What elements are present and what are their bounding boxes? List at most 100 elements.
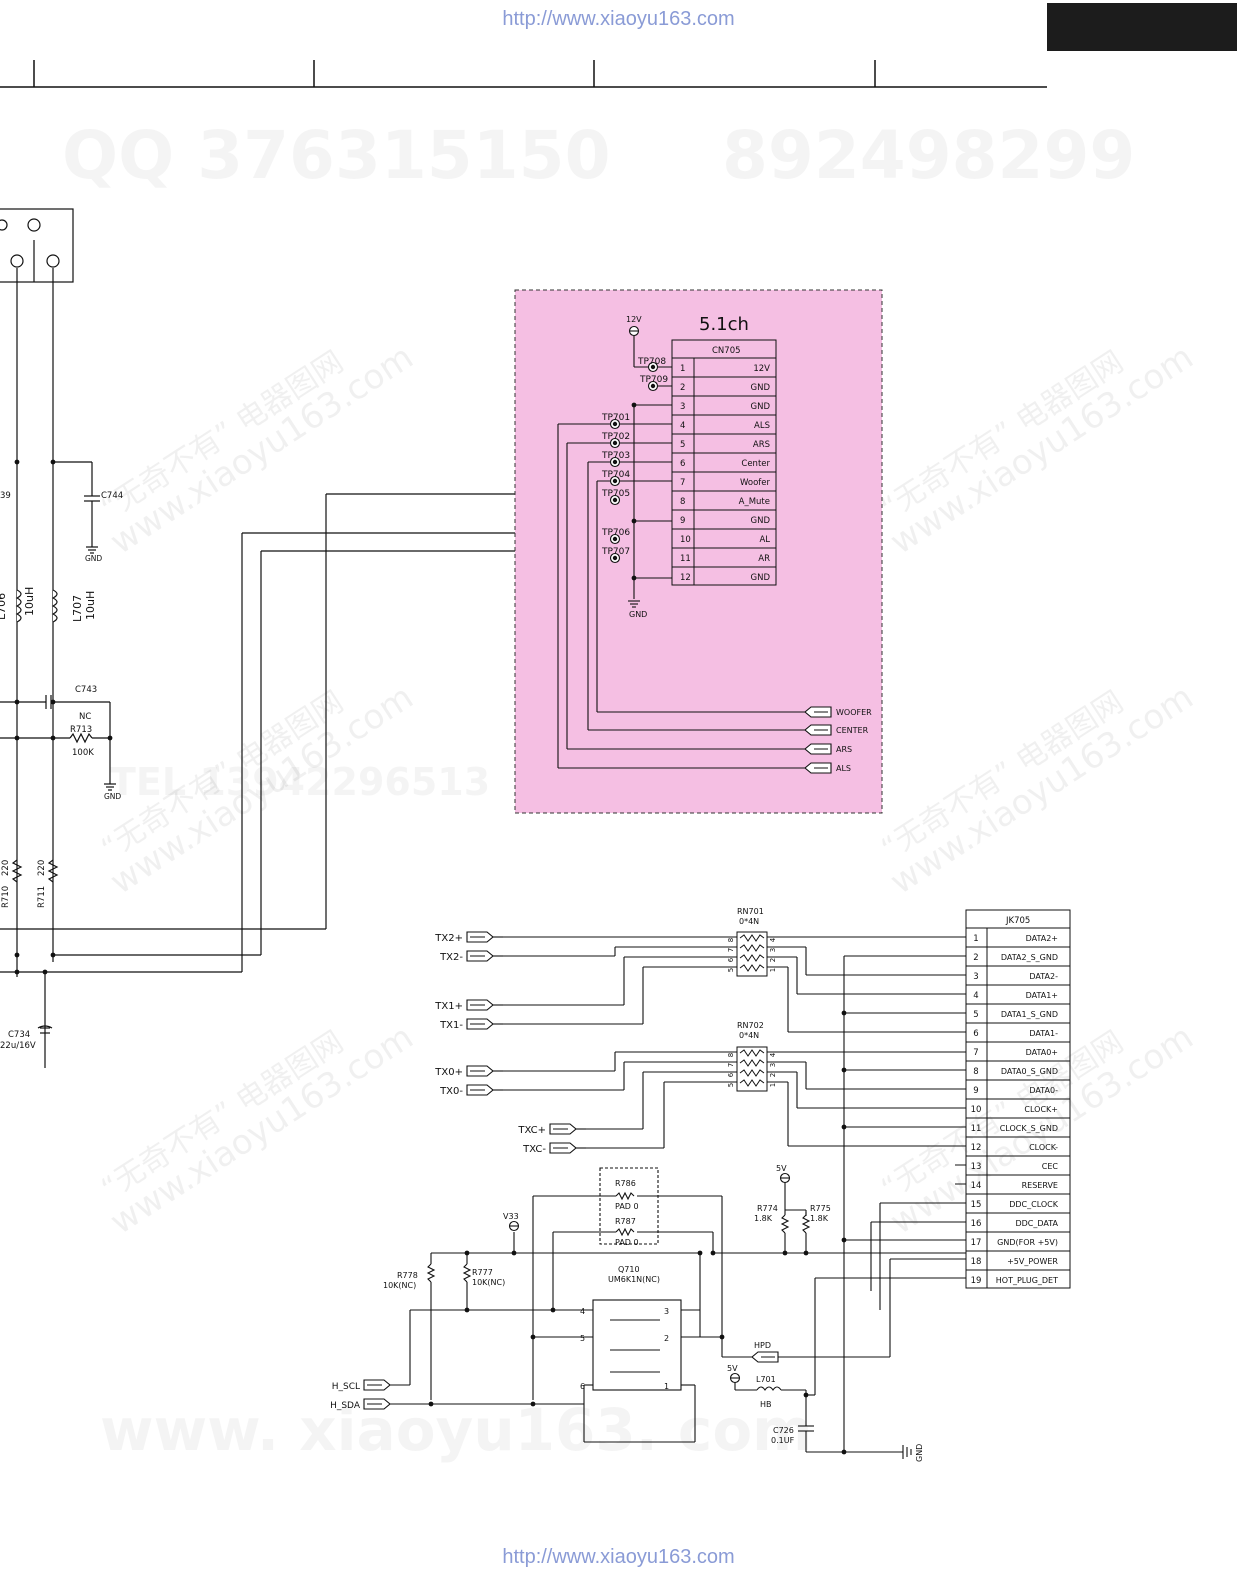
label-r778-val: 10K(NC) [383, 1281, 416, 1290]
ddc-labels: R786 PAD 0 R787 PAD 0 V33 5V R774 1.8K R… [383, 1164, 831, 1445]
q-pin-6: 6 [580, 1382, 585, 1391]
rn-pin-left: 8 [727, 1053, 735, 1057]
jk705-pin-num: 1 [973, 934, 978, 944]
tx-label: TX2- [439, 952, 463, 963]
test-point-label: TP705 [601, 489, 630, 499]
label-l701-val: HB [760, 1400, 772, 1409]
label-q710: Q710 [618, 1265, 640, 1274]
jk705-pin-name: DATA0_S_GND [1001, 1067, 1058, 1076]
label-39: 39 [0, 491, 11, 501]
cn705-pin-name: GND [751, 516, 771, 526]
jk705-pin-name: RESERVE [1022, 1181, 1058, 1190]
jk705-header: JK705 [1005, 916, 1030, 926]
output-label: ARS [836, 745, 852, 754]
label-r713: R713 [70, 725, 92, 735]
ddc-wiring [390, 1167, 966, 1453]
jk705-pin-name: DDC_DATA [1015, 1219, 1058, 1228]
label-cn705-gnd: GND [629, 610, 647, 619]
cn705-pin-name: ALS [754, 421, 770, 431]
bottom-url: http://www.xiaoyu163.com [502, 1546, 735, 1568]
jk705-pin-name: CLOCK+ [1024, 1105, 1058, 1114]
jk705-pin-name: CEC [1042, 1162, 1059, 1171]
test-point-dot [650, 364, 656, 370]
rn-pin-left: 8 [727, 938, 735, 942]
frame-top [0, 60, 1047, 88]
q-pin-5: 5 [580, 1334, 585, 1343]
cn705-pin-name: AL [759, 535, 770, 545]
jk705-pin-name: DATA0+ [1026, 1048, 1058, 1057]
tx-label: TX0+ [434, 1067, 463, 1078]
watermark-site-1: www.xiaoyu163.com [103, 337, 420, 562]
output-label: ALS [836, 764, 851, 773]
jk705-pin-name: CLOCK_S_GND [1000, 1124, 1058, 1133]
jk705-pin-num: 15 [971, 1200, 982, 1210]
rn-pin-left: 7 [727, 1063, 735, 1067]
jk705-pin-num: 13 [971, 1162, 982, 1172]
watermark-qq: QQ 376315150 [62, 117, 611, 194]
rn-pin-left: 6 [727, 1072, 735, 1077]
cn705-wiring [557, 325, 805, 769]
jk705-pin-num: 11 [971, 1124, 982, 1134]
label-r787: R787 [615, 1217, 636, 1226]
tx-label: TX0- [439, 1086, 463, 1097]
jk705-pin-name: DATA2_S_GND [1001, 953, 1058, 962]
test-point-dot [650, 383, 656, 389]
tmds-wiring [503, 936, 966, 1149]
test-point-dot [612, 421, 618, 427]
jk705-pin-name: DATA2+ [1026, 934, 1058, 943]
test-point-dot [612, 536, 618, 542]
label-c744: C744 [101, 491, 123, 501]
jk705-pin-name: DATA1- [1029, 1029, 1058, 1038]
q-pin-1: 1 [664, 1382, 669, 1391]
label-r777: R777 [472, 1268, 493, 1277]
jk705-pin-name: DATA1_S_GND [1001, 1010, 1058, 1019]
label-l707: L707 [71, 595, 84, 622]
label-c743-val: NC [79, 712, 91, 722]
label-r775-val: 1.8K [810, 1214, 829, 1223]
label-gnd-hdmi: GND [915, 1444, 924, 1462]
label-5v-pullup: 5V [776, 1164, 787, 1173]
jk705-pin-num: 19 [971, 1276, 982, 1286]
label-r786: R786 [615, 1179, 636, 1188]
label-c734-val: 22u/16V [0, 1041, 36, 1051]
tx-label: TX2+ [434, 933, 463, 944]
cn705-pin-name: Center [741, 459, 770, 469]
cn705-pin-num: 4 [680, 421, 685, 431]
label-v33: V33 [503, 1212, 519, 1221]
q-pin-3: 3 [664, 1307, 669, 1316]
cn705-pin-num: 3 [680, 402, 685, 412]
cn705-pin-num: 2 [680, 383, 685, 393]
test-point-label: TP704 [601, 470, 630, 480]
rn701-value: 0*4N [739, 917, 759, 926]
left-circuit-labels: 39 C744 GND L706 10uH L707 10uH C743 NC … [0, 491, 123, 1051]
jk705-pin-num: 5 [973, 1010, 978, 1020]
hpd-label: HPD [754, 1341, 771, 1350]
label-r787-val: PAD 0 [615, 1238, 639, 1247]
rn-pin-right: 1 [769, 968, 777, 972]
label-gnd-r713: GND [104, 792, 121, 801]
label-r786-val: PAD 0 [615, 1202, 639, 1211]
jk705-pin-num: 7 [973, 1048, 978, 1058]
jk705-pin-num: 10 [971, 1105, 982, 1115]
label-r710-val: 220 [1, 860, 11, 876]
cn705-junctions [631, 402, 637, 581]
h-scl-label: H_SCL [332, 1382, 360, 1392]
label-r775: R775 [810, 1204, 831, 1213]
tmds-input-ports: TX2+TX2-TX1+TX1-TX0+TX0-TXC+TXC- [434, 931, 586, 1155]
tx-label: TXC- [522, 1144, 546, 1155]
jk705-pin-num: 18 [971, 1257, 982, 1267]
label-c726-val: 0.1UF [771, 1436, 795, 1445]
cn705-pin-num: 8 [680, 497, 685, 507]
test-point-label: TP701 [601, 413, 630, 423]
rn-pin-right: 3 [769, 1063, 777, 1067]
jk705-pin-name: DDC_CLOCK [1009, 1200, 1059, 1209]
rn702-value: 0*4N [739, 1031, 759, 1040]
left-circuit-dots [14, 459, 113, 975]
cn705-pin-num: 10 [680, 535, 691, 545]
h-sda-label: H_SDA [330, 1401, 361, 1411]
cn705-pin-name: ARS [753, 440, 770, 450]
label-r713-val: 100K [72, 748, 94, 758]
watermark-site-2: www.xiaoyu163.com [883, 337, 1200, 562]
